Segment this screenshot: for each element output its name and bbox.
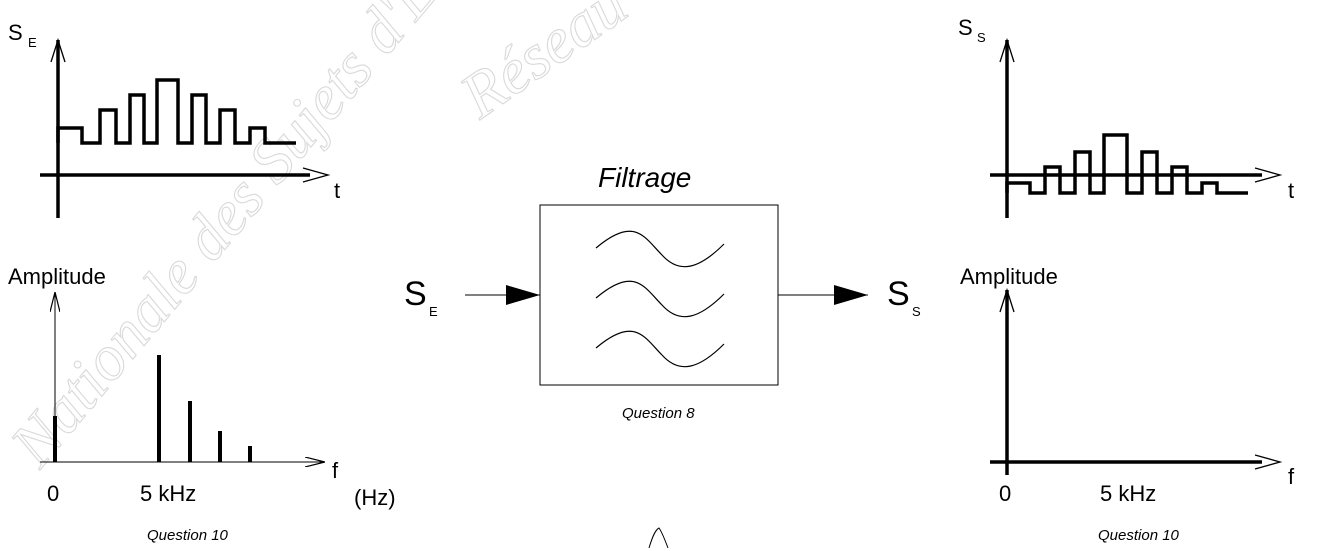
y-axis-label: Amplitude <box>8 264 106 289</box>
output-time-plot: S S t <box>958 15 1294 218</box>
input-label-subscript: E <box>429 304 438 319</box>
output-signal <box>1005 133 1248 195</box>
y-axis-label-subscript: E <box>28 35 37 50</box>
y-axis-arrowhead <box>50 37 66 63</box>
filter-curve-middle <box>595 280 725 318</box>
caption: Question 10 <box>147 527 229 544</box>
x-axis-label: t <box>1288 178 1294 203</box>
y-axis-label: S <box>8 20 23 45</box>
x-axis-arrowhead <box>1254 167 1283 183</box>
tick-0: 0 <box>999 481 1011 506</box>
x-axis-label: t <box>334 178 340 203</box>
x-axis-unit: (Hz) <box>354 485 396 510</box>
filter-block: Filtrage S E S S Question 8 <box>404 162 921 422</box>
x-axis-label: f <box>1288 464 1295 489</box>
watermark: Réseau Nationale des Sujets d'Examen <box>0 0 640 480</box>
output-spectrum-plot: Amplitude f 0 5 kHz Question 10 <box>960 264 1295 544</box>
spectral-lines <box>53 355 252 462</box>
input-spectrum-plot: Amplitude f (Hz) 0 5 kHz Question 10 <box>8 264 396 544</box>
y-axis-label-subscript: S <box>977 30 986 45</box>
output-label-subscript: S <box>912 304 921 319</box>
filter-title: Filtrage <box>598 162 691 193</box>
filter-curve-bottom <box>595 330 725 368</box>
output-label: S <box>887 275 910 313</box>
filter-curve-top <box>595 230 725 268</box>
filter-box <box>539 204 779 386</box>
y-axis-arrowhead <box>999 287 1015 313</box>
tick-5khz: 5 kHz <box>1100 481 1156 506</box>
watermark-line-1: Réseau <box>446 0 639 132</box>
y-axis-label: S <box>958 15 973 40</box>
y-axis-arrowhead <box>999 37 1015 63</box>
input-signal <box>56 78 296 145</box>
small-chevron-mark <box>648 527 669 549</box>
x-axis-label: f <box>332 458 339 483</box>
input-time-plot: S E t <box>8 20 340 218</box>
tick-0: 0 <box>47 481 59 506</box>
x-axis-arrowhead <box>302 167 331 183</box>
filter-caption: Question 8 <box>622 405 695 422</box>
x-axis-arrowhead <box>1254 454 1283 470</box>
y-axis-label: Amplitude <box>960 264 1058 289</box>
caption: Question 10 <box>1098 527 1180 544</box>
input-label: S <box>404 275 427 313</box>
tick-5khz: 5 kHz <box>140 481 196 506</box>
